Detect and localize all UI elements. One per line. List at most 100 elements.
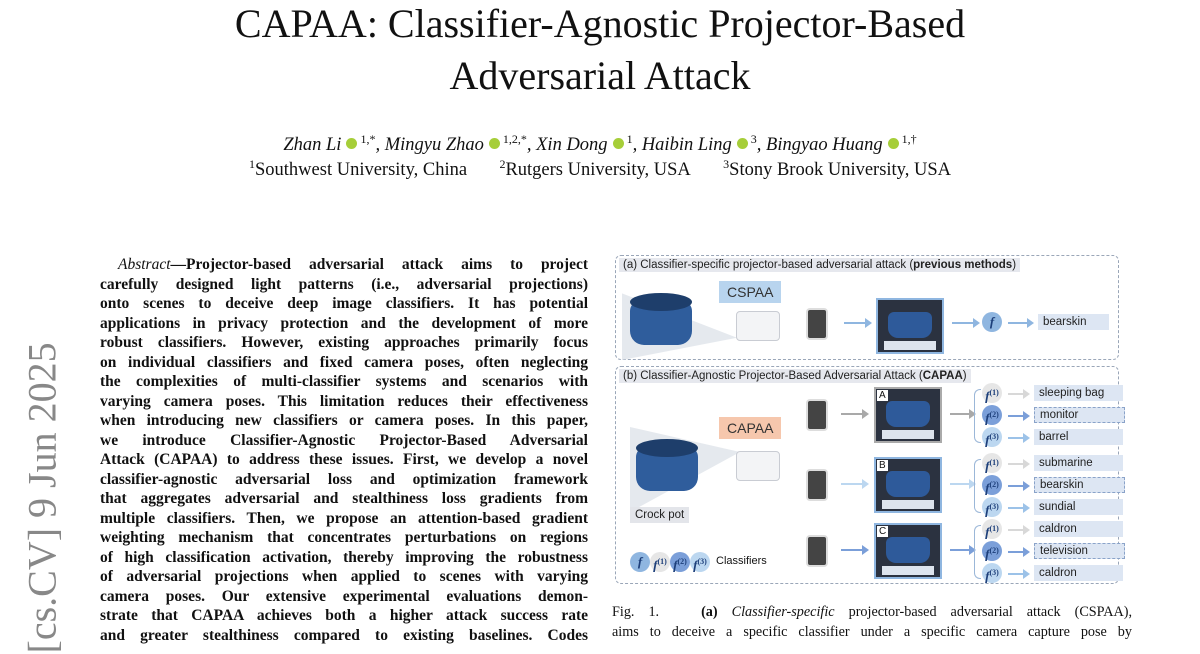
panel-b-title: (b) Classifier-Agnostic Projector-Based … <box>619 369 971 383</box>
output-label: submarine <box>1034 455 1123 471</box>
author-sup: 1,† <box>901 132 917 146</box>
projector-icon <box>736 311 780 341</box>
captured-image: A <box>874 387 942 443</box>
author-sup: 1,* <box>360 132 376 146</box>
captured-image <box>876 298 944 354</box>
captured-image: B <box>874 457 942 513</box>
panel-a: (a) Classifier-specific projector-based … <box>615 255 1119 360</box>
author-sup: 1 <box>626 132 633 146</box>
classifier-f1-icon: f(1) <box>650 552 670 572</box>
output-label: sleeping bag <box>1034 385 1123 401</box>
camera-icon <box>806 399 828 431</box>
output-label: bearskin <box>1038 314 1109 330</box>
abstract-line: Abstract—Projector-based adversarial att… <box>118 256 588 273</box>
abstract-line: when introducing new classifiers or came… <box>100 412 588 429</box>
arxiv-stamp: [cs.CV] 9 Jun 2025 <box>19 342 65 654</box>
arrow-icon <box>1008 433 1030 443</box>
brace <box>974 459 981 513</box>
output-label: monitor <box>1034 407 1125 423</box>
abstract-line: Attack (CAPAA) to address these issues. … <box>100 451 588 468</box>
abstract-line: the complexities of multi-classifier sys… <box>100 373 588 390</box>
abstract-line: and greater stealthiness compared to exi… <box>100 626 588 644</box>
abstract-line: of adversarial projections when applied … <box>100 568 588 585</box>
arrow-icon <box>1008 503 1030 513</box>
output-label: barrel <box>1034 429 1123 445</box>
classifier-f3-icon: f(3) <box>690 552 710 572</box>
figure-1: (a) Classifier-specific projector-based … <box>615 255 1125 585</box>
arrow-icon <box>952 318 980 328</box>
arrow-icon <box>844 318 872 328</box>
abstract-line: camera poses. Our extensive experimental… <box>100 587 588 605</box>
abstract-line: of high classification activation, there… <box>100 548 588 566</box>
orcid-icon[interactable] <box>612 138 624 150</box>
panel-a-title: (a) Classifier-specific projector-based … <box>619 258 1021 272</box>
arrow-icon <box>1008 481 1030 491</box>
affiliations: 1Southwest University, China 2Rutgers Un… <box>0 157 1200 181</box>
author-sup: 3 <box>750 132 757 146</box>
orcid-icon[interactable] <box>736 138 748 150</box>
pose-label: C <box>877 526 889 537</box>
abstract-line: classifier-agnostic adversarial loss and… <box>100 470 588 488</box>
arrow-icon <box>841 479 869 489</box>
arrow-icon <box>950 409 976 419</box>
output-label: television <box>1034 543 1125 559</box>
crock-pot-image <box>630 293 692 345</box>
orcid-icon[interactable] <box>488 138 500 150</box>
affiliation: Stony Brook University, USA <box>729 160 951 181</box>
arrow-icon <box>1008 389 1030 399</box>
pose-label: B <box>877 460 888 471</box>
aff-sup: 1 <box>249 157 255 171</box>
abstract-line: varying camera poses. This limitation re… <box>100 392 588 410</box>
classifier-f-icon: f <box>630 552 650 572</box>
camera-icon <box>806 308 828 340</box>
object-label: Crock pot <box>630 507 690 523</box>
arrow-icon <box>1008 411 1030 421</box>
author-name: Haibin Ling <box>641 135 732 156</box>
paper-title-line-2: Adversarial Attack <box>449 53 751 98</box>
brace <box>974 525 981 579</box>
abstract-line: we introduce Classifier-Agnostic Project… <box>100 431 588 449</box>
abstract-line: onto scenes to deceive deep image classi… <box>100 295 588 312</box>
orcid-icon[interactable] <box>346 138 358 150</box>
camera-icon <box>806 535 828 567</box>
classifier-f1-icon: f(1) <box>982 519 1002 539</box>
output-label: sundial <box>1034 499 1123 515</box>
classifier-f3-icon: f(3) <box>982 563 1002 583</box>
abstract-line: carefully designed light patterns (i.e.,… <box>100 275 588 293</box>
legend-label: Classifiers <box>716 555 767 567</box>
projector-icon <box>736 451 780 481</box>
aff-sup: 2 <box>499 157 506 171</box>
camera-icon <box>806 469 828 501</box>
abstract: Abstract—Projector-based adversarial att… <box>100 255 588 645</box>
caption-line: Fig. 1. (a) Classifier-specific projecto… <box>612 604 1133 620</box>
classifier-f2-icon: f(2) <box>982 541 1002 561</box>
aff-sup: 3 <box>723 157 730 171</box>
classifier-f3-icon: f(3) <box>982 497 1002 517</box>
abstract-line: weighting mechanism that concentrates pe… <box>100 529 588 546</box>
abstract-line: on individual classifiers and fixed came… <box>100 353 588 371</box>
crock-pot-image <box>636 439 698 491</box>
arrow-icon <box>1008 547 1030 557</box>
abstract-line: applications in privacy protection and t… <box>100 314 588 332</box>
classifier-f2-icon: f(2) <box>982 475 1002 495</box>
arrow-icon <box>841 545 869 555</box>
author-name: Bingyao Huang <box>766 135 883 156</box>
output-label: caldron <box>1034 521 1123 537</box>
author-name: Xin Dong <box>536 135 608 156</box>
classifier-f3-icon: f(3) <box>982 427 1002 447</box>
panel-b: (b) Classifier-Agnostic Projector-Based … <box>615 366 1125 584</box>
paper-title-line-1: CAPAA: Classifier-Agnostic Projector-Bas… <box>234 1 966 46</box>
caption-line: aims to deceive a specific classifier un… <box>612 624 1132 640</box>
orcid-icon[interactable] <box>887 138 899 150</box>
capaa-label: CAPAA <box>719 417 782 439</box>
affiliation: Southwest University, China <box>255 160 468 181</box>
brace <box>974 389 981 443</box>
arrow-icon <box>1008 318 1034 328</box>
abstract-label: Abstract <box>118 256 171 273</box>
author-name: Zhan Li <box>283 135 342 156</box>
author-name: Mingyu Zhao <box>384 135 484 156</box>
affiliation: Rutgers University, USA <box>505 160 691 181</box>
classifier-f2-icon: f(2) <box>670 552 690 572</box>
abstract-line: multiple classifiers. Then, we propose a… <box>100 509 588 527</box>
